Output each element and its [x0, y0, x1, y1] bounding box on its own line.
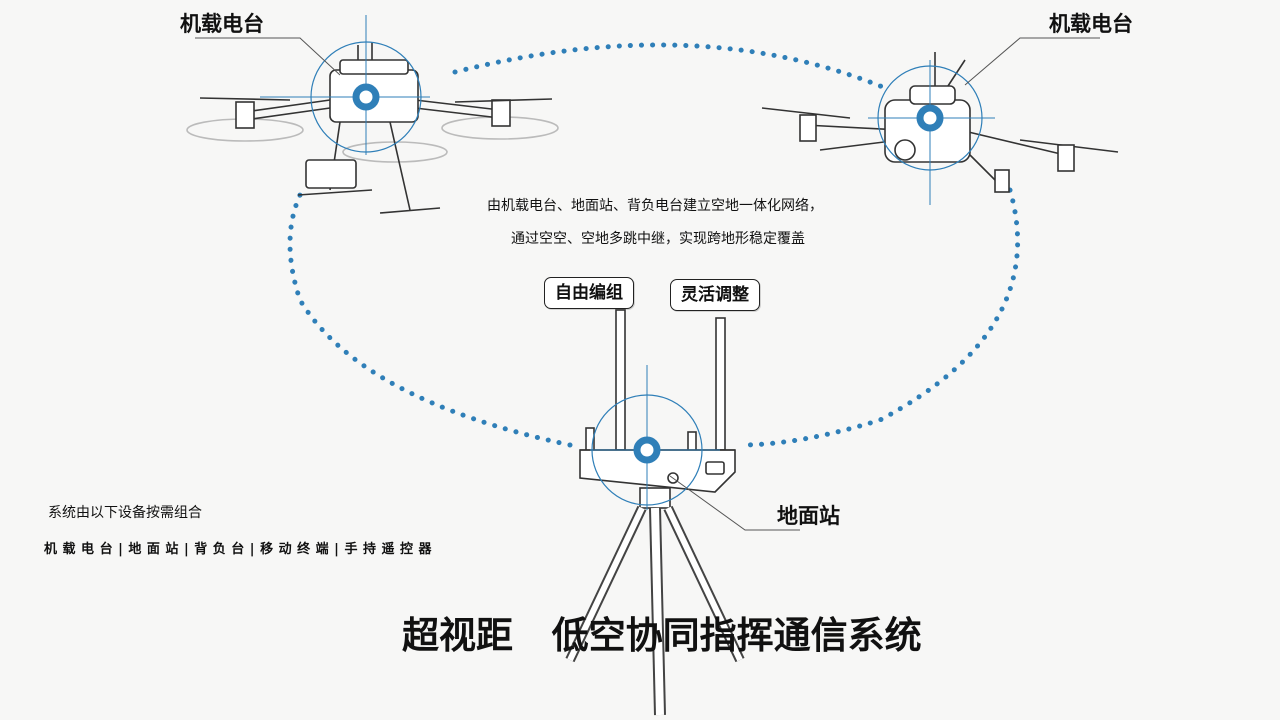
free-networking-tag: 自由编组 [544, 277, 634, 309]
flexible-adjust-tag: 灵活调整 [670, 279, 760, 311]
page-title: 超视距 低空协同指挥通信系统 [402, 614, 922, 657]
network-link-loop [287, 42, 1020, 448]
airborne-radio-label-left: 机载电台 [180, 12, 264, 36]
description-line-1: 由机载电台、地面站、背负电台建立空地一体化网络， [487, 198, 823, 214]
description-line-2: 通过空空、空地多跳中继，实现跨地形稳定覆盖 [511, 231, 805, 247]
ground-station [565, 309, 800, 716]
right-drone [761, 37, 1119, 205]
airborne-radio-label-right: 机载电台 [1049, 12, 1133, 36]
ground-station-label: 地面站 [777, 504, 840, 528]
left-drone [186, 15, 559, 214]
device-list: 机 载 电 台 | 地 面 站 | 背 负 台 | 移 动 终 端 | 手 持 … [44, 542, 433, 557]
system-intro-text: 系统由以下设备按需组合 [48, 505, 202, 521]
